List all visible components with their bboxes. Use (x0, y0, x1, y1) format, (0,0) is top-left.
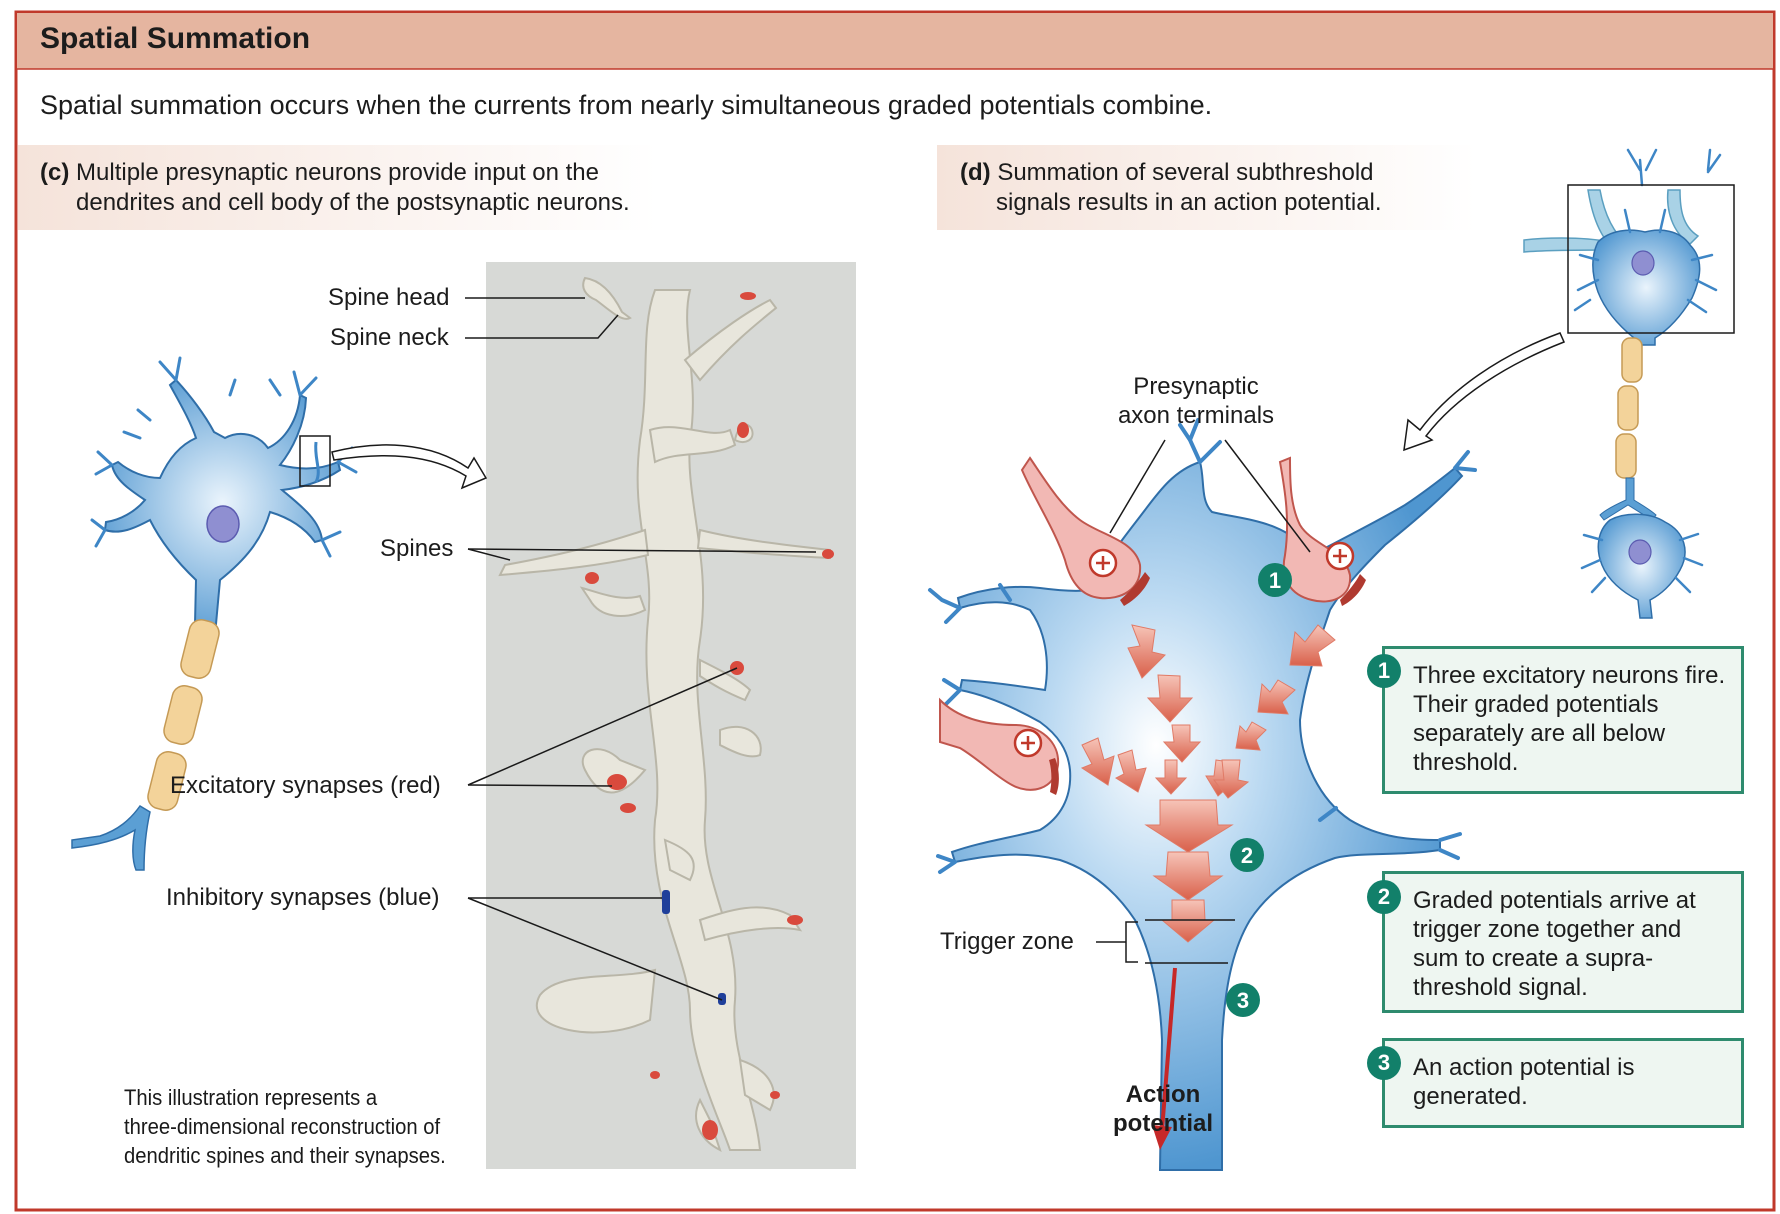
panel-c-caption: (c) Multiple presynaptic neurons provide… (40, 158, 630, 218)
step-3-text: An action potential is generated. (1413, 1054, 1635, 1110)
presynaptic-line2: axon terminals (1117, 402, 1275, 429)
excitatory-synapse-marks (585, 292, 834, 1140)
step-box-3: An action potential is generated. (1382, 1038, 1744, 1128)
label-spine-head: Spine head (328, 284, 450, 311)
presynaptic-line1: Presynaptic (1133, 373, 1259, 400)
graded-potential-arrows (1080, 624, 1336, 943)
page-title: Spatial Summation (40, 22, 311, 55)
note-line1: This illustration represents a (124, 1085, 378, 1110)
dendrite-reconstruction (498, 276, 831, 1152)
svg-text:3: 3 (1237, 988, 1249, 1013)
step-badge-2: 2 (1367, 880, 1401, 914)
note-line3: dendritic spines and their synapses. (124, 1143, 446, 1168)
panel-c-leader-lines (465, 297, 817, 1001)
neuron-overview-d (1403, 148, 1735, 619)
neuron-overview-c (71, 356, 488, 871)
action-line1: Action (1125, 1081, 1201, 1108)
outer-border (14, 10, 1776, 1212)
caption-band-c (18, 145, 658, 230)
step-2-text: Graded potentials arrive at trigger zone… (1413, 887, 1696, 1001)
panel-d-caption-line1: Summation of several subthreshold (997, 159, 1374, 186)
label-spine-neck: Spine neck (330, 324, 449, 351)
label-spines: Spines (380, 535, 454, 562)
header-band (17, 13, 1773, 69)
label-excitatory-synapses: Excitatory synapses (red) (170, 772, 441, 799)
label-action-potential: Action potential (1113, 1080, 1213, 1138)
reconstruction-note: This illustration represents a three-dim… (124, 1083, 446, 1170)
step-1-text: Three excitatory neurons fire. Their gra… (1413, 662, 1726, 776)
panel-d-letter: (d) (960, 159, 991, 186)
panel-c-caption-line1: Multiple presynaptic neurons provide inp… (76, 159, 599, 186)
label-presynaptic-terminals: Presynaptic axon terminals (1118, 372, 1274, 430)
label-trigger-zone: Trigger zone (940, 928, 1074, 955)
label-inhibitory-synapses: Inhibitory synapses (blue) (166, 884, 440, 911)
svg-text:1: 1 (1269, 568, 1281, 593)
step-badge-1: 1 (1367, 654, 1401, 688)
caption-band-d (937, 145, 1477, 230)
step-badge-3: 3 (1367, 1046, 1401, 1080)
step-box-1: Three excitatory neurons fire. Their gra… (1382, 646, 1744, 794)
svg-text:2: 2 (1241, 843, 1253, 868)
inhibitory-synapse-marks (662, 890, 726, 1005)
intro-text: Spatial summation occurs when the curren… (40, 90, 1213, 120)
panel-c-caption-line2: dendrites and cell body of the postsynap… (76, 189, 630, 216)
panel-c-letter: (c) (40, 159, 70, 186)
note-line2: three-dimensional reconstruction of (124, 1114, 441, 1139)
action-line2: potential (1113, 1110, 1213, 1137)
step-box-2: Graded potentials arrive at trigger zone… (1382, 871, 1744, 1013)
postsynaptic-neuron-d: 1 2 3 (928, 418, 1477, 1171)
diagram-step-badges: 1 2 3 (1226, 563, 1292, 1017)
panel-d-caption: (d) Summation of several subthreshold si… (960, 158, 1382, 218)
panel-d-caption-line2: signals results in an action potential. (996, 189, 1382, 216)
